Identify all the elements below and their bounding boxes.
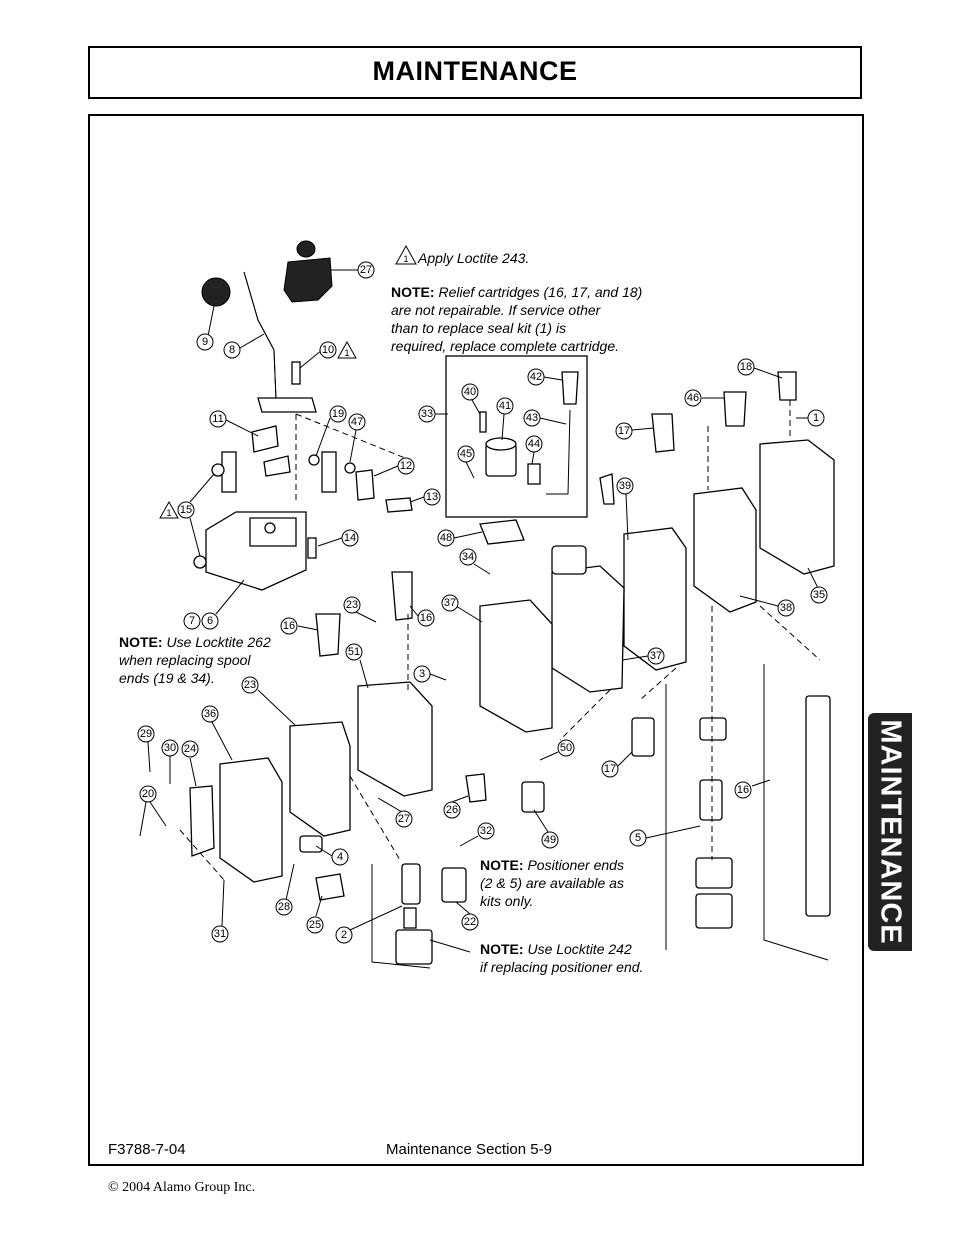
svg-text:37: 37 — [650, 650, 662, 662]
svg-text:34: 34 — [462, 551, 474, 563]
control-lever — [243, 271, 317, 413]
svg-text:16: 16 — [420, 612, 432, 624]
svg-text:1: 1 — [813, 412, 819, 424]
svg-text:11: 11 — [212, 413, 223, 425]
svg-text:10: 10 — [322, 344, 334, 356]
svg-text:27: 27 — [398, 813, 410, 825]
svg-text:30: 30 — [164, 742, 176, 754]
relief-cartridge-note: NOTE: Relief cartridges (16, 17, and 18)… — [391, 284, 643, 354]
valve-stack-rear — [479, 371, 835, 733]
svg-text:1: 1 — [166, 508, 171, 518]
svg-text:28: 28 — [278, 901, 290, 913]
svg-text:33: 33 — [421, 408, 433, 420]
svg-text:8: 8 — [229, 344, 235, 356]
svg-text:17: 17 — [604, 763, 616, 775]
svg-text:49: 49 — [544, 834, 556, 846]
svg-text:26: 26 — [446, 804, 458, 816]
svg-text:29: 29 — [140, 728, 152, 740]
svg-text:31: 31 — [214, 928, 226, 940]
bracket — [193, 425, 413, 591]
svg-text:51: 51 — [348, 646, 360, 658]
svg-text:46: 46 — [687, 392, 699, 404]
svg-text:2: 2 — [341, 929, 347, 941]
page-section-label: Maintenance Section 5-9 — [386, 1141, 552, 1158]
warning-icon: 1 — [159, 500, 179, 519]
svg-text:24: 24 — [184, 743, 196, 755]
svg-text:12: 12 — [400, 460, 412, 472]
svg-text:5: 5 — [635, 832, 641, 844]
valve-stack-front — [189, 571, 545, 903]
svg-text:16: 16 — [283, 620, 295, 632]
warning-icon: 1 — [337, 340, 357, 359]
svg-text:23: 23 — [346, 599, 358, 611]
svg-text:45: 45 — [460, 448, 472, 460]
svg-text:36: 36 — [204, 708, 216, 720]
document-id: F3788-7-04 — [108, 1141, 186, 1158]
svg-text:16: 16 — [737, 784, 749, 796]
svg-text:40: 40 — [464, 386, 476, 398]
svg-text:23: 23 — [244, 679, 256, 691]
svg-text:38: 38 — [780, 602, 792, 614]
svg-text:17: 17 — [618, 425, 630, 437]
page-title: MAINTENANCE — [372, 56, 578, 86]
callouts: 27 9 8 10 11 19 47 12 13 14 15 7 6 18 46… — [137, 261, 828, 944]
positioner-assemblies — [395, 695, 831, 965]
svg-text:3: 3 — [419, 668, 425, 680]
loctite-262-note: NOTE: Use Locktite 262 when replacing sp… — [119, 634, 271, 686]
svg-text:43: 43 — [526, 412, 538, 424]
svg-text:48: 48 — [440, 532, 452, 544]
svg-text:44: 44 — [528, 438, 540, 450]
svg-text:6: 6 — [207, 615, 213, 627]
svg-text:39: 39 — [619, 480, 631, 492]
svg-text:50: 50 — [560, 742, 572, 754]
section-tab: MAINTENANCE — [868, 713, 912, 951]
svg-text:19: 19 — [332, 408, 344, 420]
svg-text:27: 27 — [360, 264, 372, 276]
svg-text:1: 1 — [344, 348, 349, 358]
svg-text:9: 9 — [202, 336, 208, 348]
loctite-243-note: Apply Loctite 243. — [418, 250, 530, 266]
svg-text:7: 7 — [189, 615, 195, 627]
svg-text:20: 20 — [142, 788, 154, 800]
title-box: MAINTENANCE — [88, 46, 862, 99]
svg-text:13: 13 — [426, 491, 438, 503]
copyright: © 2004 Alamo Group Inc. — [108, 1180, 256, 1195]
svg-text:37: 37 — [444, 597, 456, 609]
knob-ball — [201, 277, 231, 307]
warning-icon: 1 — [395, 244, 417, 265]
svg-text:47: 47 — [351, 416, 363, 428]
diagram-frame — [88, 114, 864, 1166]
svg-text:18: 18 — [740, 361, 752, 373]
joystick-boot — [201, 240, 333, 307]
svg-text:4: 4 — [337, 851, 343, 863]
svg-text:25: 25 — [309, 919, 321, 931]
svg-text:22: 22 — [464, 916, 476, 928]
svg-text:42: 42 — [530, 371, 542, 383]
positioner-note: NOTE: Positioner ends (2 & 5) are availa… — [480, 857, 624, 909]
detent-kit-box — [445, 355, 588, 545]
svg-text:41: 41 — [499, 400, 511, 412]
svg-text:1: 1 — [403, 254, 408, 264]
svg-text:15: 15 — [180, 504, 192, 516]
svg-text:14: 14 — [344, 532, 356, 544]
svg-text:32: 32 — [480, 825, 492, 837]
svg-text:35: 35 — [813, 589, 825, 601]
loctite-242-note: NOTE: Use Locktite 242 if replacing posi… — [480, 941, 644, 975]
